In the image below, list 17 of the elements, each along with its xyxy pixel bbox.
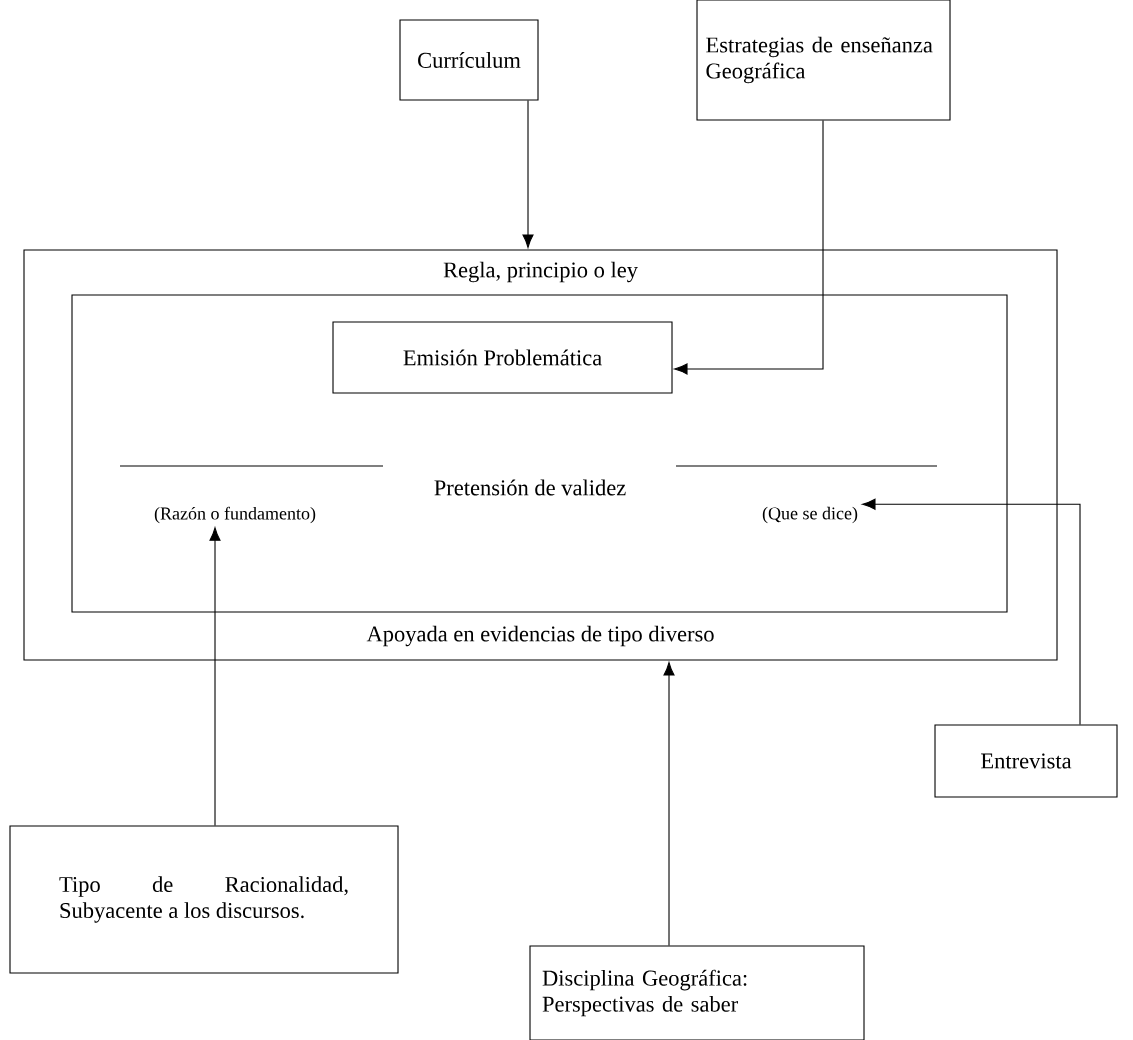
process-box: Tipo de Racionalidad, Subyacente a los discursos. xyxy=(9,825,399,974)
arrow xyxy=(674,120,824,375)
frame-box xyxy=(71,294,1008,613)
arrow xyxy=(663,662,675,946)
process-box: Entrevista xyxy=(934,724,1118,798)
arrow xyxy=(209,527,221,826)
process-box: Disciplina Geográfica: Perspectivas de saber xyxy=(529,945,865,1040)
text-label: Pretensión de validez xyxy=(434,479,626,496)
frame-label: Apoyada en evidencias de tipo diverso xyxy=(366,625,714,647)
frame-label: Regla, principio o ley xyxy=(443,261,638,283)
text-label: (Razón o fundamento) xyxy=(154,506,316,524)
text-label: (Que se dice) xyxy=(762,506,858,524)
process-box: Currículum xyxy=(399,19,539,101)
process-box: Estrategias de enseñanza Geográfica xyxy=(696,0,951,121)
arrow xyxy=(522,100,534,248)
arrow xyxy=(862,498,1081,725)
process-box: Emisión Problemática xyxy=(332,321,673,394)
